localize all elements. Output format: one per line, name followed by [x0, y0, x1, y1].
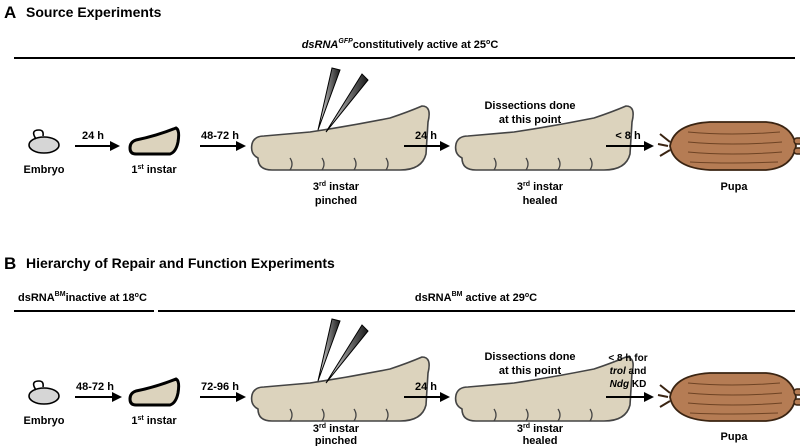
- label-pinched-2: pinched: [315, 435, 357, 446]
- label-pupa: Pupa: [721, 181, 749, 193]
- dissection-label: Dissections done: [484, 351, 575, 363]
- dissection-label: Dissections done: [484, 100, 575, 112]
- arrow-label: 72-96 h: [201, 381, 239, 393]
- panel-a-condition: dsRNAGFPconstitutively active at 25oC: [302, 38, 499, 51]
- label-healed: 3rd instar: [517, 423, 564, 435]
- final-arrow-label-3: Ndg KD: [610, 379, 647, 390]
- panel-a-title: Source Experiments: [26, 4, 162, 20]
- larva-icon: [128, 126, 181, 156]
- panel-b-condition-right: dsRNABM active at 29oC: [415, 291, 537, 304]
- label-healed-2: healed: [523, 435, 558, 446]
- arrow-label: 24 h: [82, 130, 104, 142]
- panel-a: A Source Experiments dsRNAGFPconstitutiv…: [4, 3, 800, 207]
- label-healed-2: healed: [523, 195, 558, 207]
- embryo-icon: [28, 129, 60, 154]
- arrow-label: 24 h: [415, 130, 437, 142]
- dissection-label-2: at this point: [499, 365, 562, 377]
- arrow-label: < 8 h: [615, 130, 641, 142]
- larva-icon: [128, 377, 181, 407]
- final-arrow-label-2: trol and: [610, 366, 647, 377]
- label-first-instar: 1st instar: [131, 415, 177, 427]
- final-arrow-label-1: < 8 h for: [608, 353, 647, 364]
- panel-b-letter: B: [4, 254, 16, 273]
- arrow-label: 48-72 h: [201, 130, 239, 142]
- label-pinched: 3rd instar: [313, 423, 360, 435]
- label-first-instar: 1st instar: [131, 164, 177, 176]
- pupa-icon: [657, 372, 800, 422]
- panel-a-letter: A: [4, 3, 16, 22]
- panel-b-title: Hierarchy of Repair and Function Experim…: [26, 255, 335, 271]
- dissection-label-2: at this point: [499, 114, 562, 126]
- label-embryo: Embryo: [24, 415, 65, 427]
- pupa-icon: [657, 121, 800, 171]
- larva-icon: [250, 356, 430, 422]
- label-pinched-2: pinched: [315, 195, 357, 207]
- arrow-label: 48-72 h: [76, 381, 114, 393]
- embryo-icon: [28, 380, 60, 405]
- panel-b: B Hierarchy of Repair and Function Exper…: [4, 254, 800, 446]
- label-pinched: 3rd instar: [313, 181, 360, 193]
- label-pupa: Pupa: [721, 431, 749, 443]
- label-embryo: Embryo: [24, 164, 65, 176]
- needle-icon: [317, 67, 369, 133]
- panel-b-condition-left: dsRNABMinactive at 18oC: [18, 291, 147, 304]
- needle-icon: [317, 318, 369, 384]
- arrow-label: 24 h: [415, 381, 437, 393]
- larva-icon: [250, 105, 430, 171]
- label-healed: 3rd instar: [517, 181, 564, 193]
